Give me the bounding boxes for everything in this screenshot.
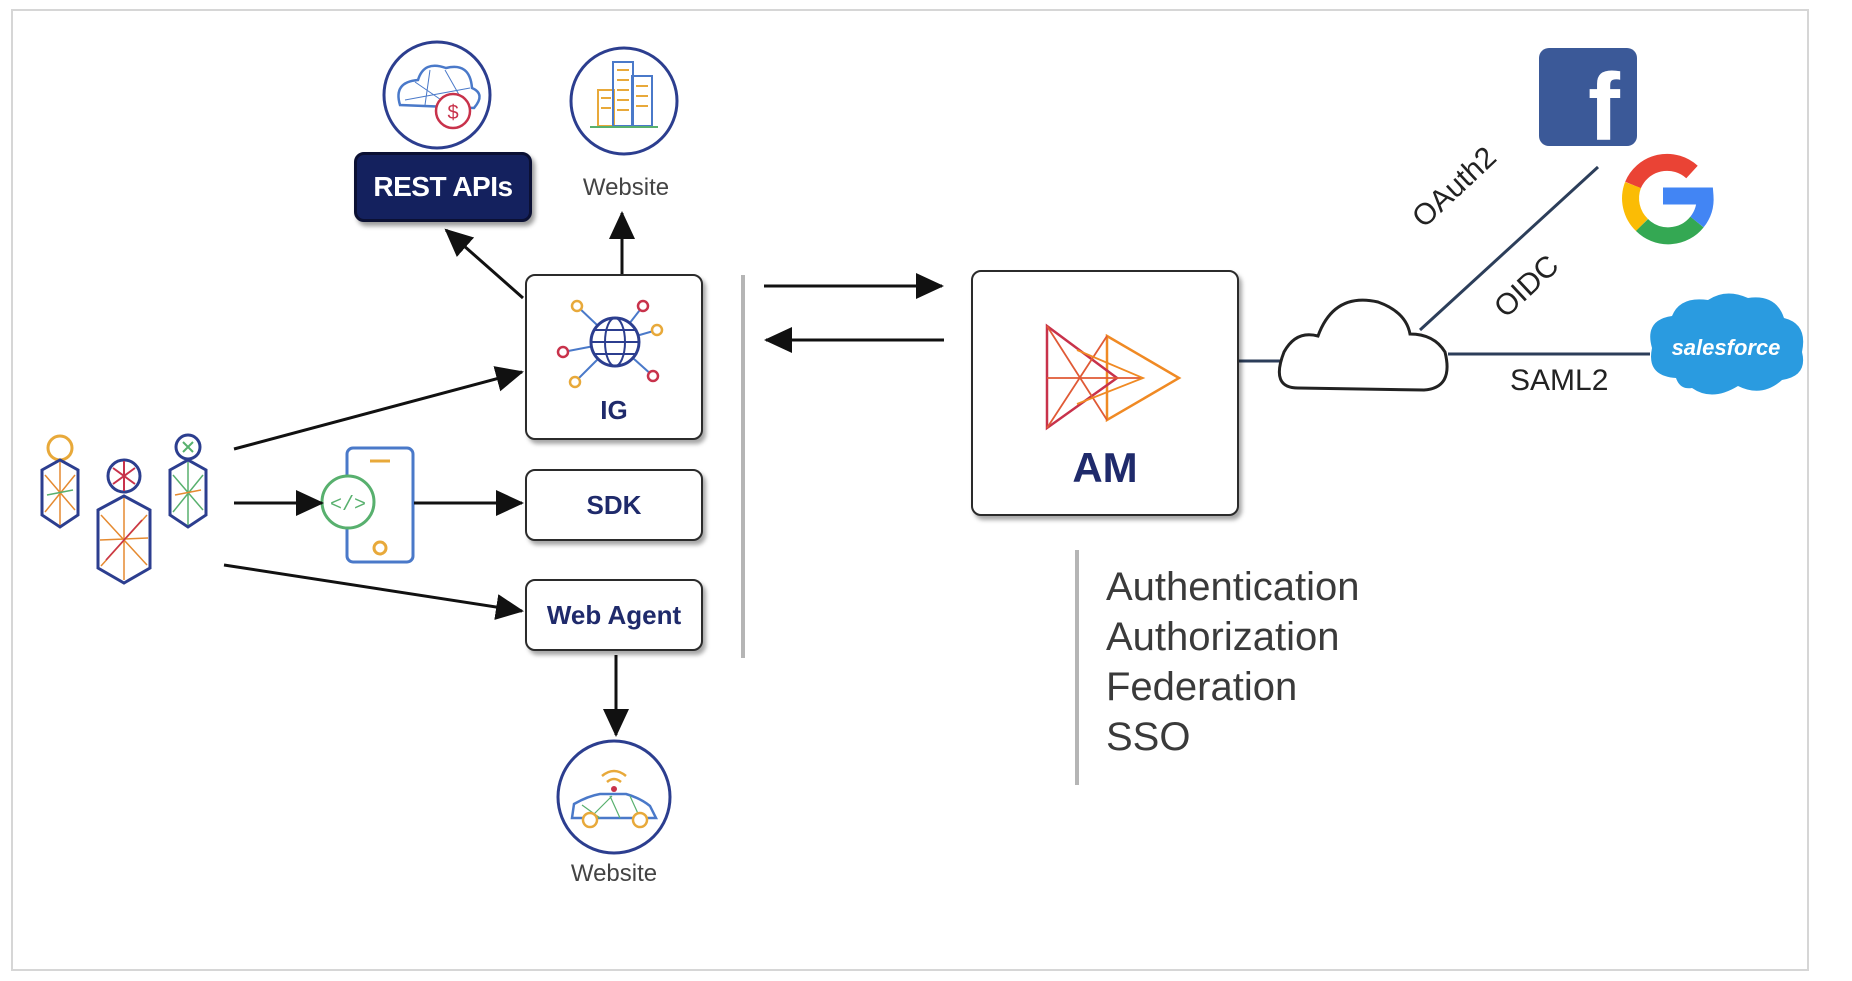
ig-box: IG [525, 274, 703, 440]
diagram-frame [11, 9, 1809, 971]
am-box: AM [971, 270, 1239, 516]
rest-apis-box: REST APIs [354, 152, 532, 222]
am-features-list: Authentication Authorization Federation … [1106, 562, 1360, 762]
cloud-icon [1277, 298, 1449, 392]
mobile-code-icon: </> [320, 446, 415, 564]
users-icon [40, 433, 208, 585]
ig-label: IG [600, 395, 628, 425]
cloud-money-icon: $ [382, 40, 492, 150]
feature-sso: SSO [1106, 715, 1191, 759]
web-agent-box: Web Agent [525, 579, 703, 651]
svg-text:</>: </> [330, 494, 366, 517]
sdk-label: SDK [586, 489, 642, 520]
saml2-label: SAML2 [1510, 364, 1609, 397]
city-buildings-icon [569, 46, 679, 156]
rest-apis-label: REST APIs [373, 171, 513, 202]
salesforce-icon: salesforce [1650, 293, 1804, 395]
am-logo-icon [1045, 323, 1182, 431]
web-agent-label: Web Agent [546, 599, 682, 630]
am-label: AM [1072, 444, 1138, 491]
google-icon [1622, 153, 1714, 245]
feature-authentication: Authentication [1106, 565, 1360, 609]
facebook-icon: f [1539, 48, 1637, 161]
website-top-label: Website [582, 174, 670, 201]
svg-text:$: $ [447, 102, 458, 124]
feature-authorization: Authorization [1106, 615, 1340, 659]
globe-network-icon [556, 299, 664, 389]
sdk-box: SDK [525, 469, 703, 541]
car-iot-icon [556, 739, 672, 855]
feature-federation: Federation [1106, 665, 1298, 709]
svg-text:f: f [1588, 54, 1621, 161]
salesforce-label: salesforce [1672, 335, 1781, 360]
website-bottom-label: Website [570, 860, 658, 887]
